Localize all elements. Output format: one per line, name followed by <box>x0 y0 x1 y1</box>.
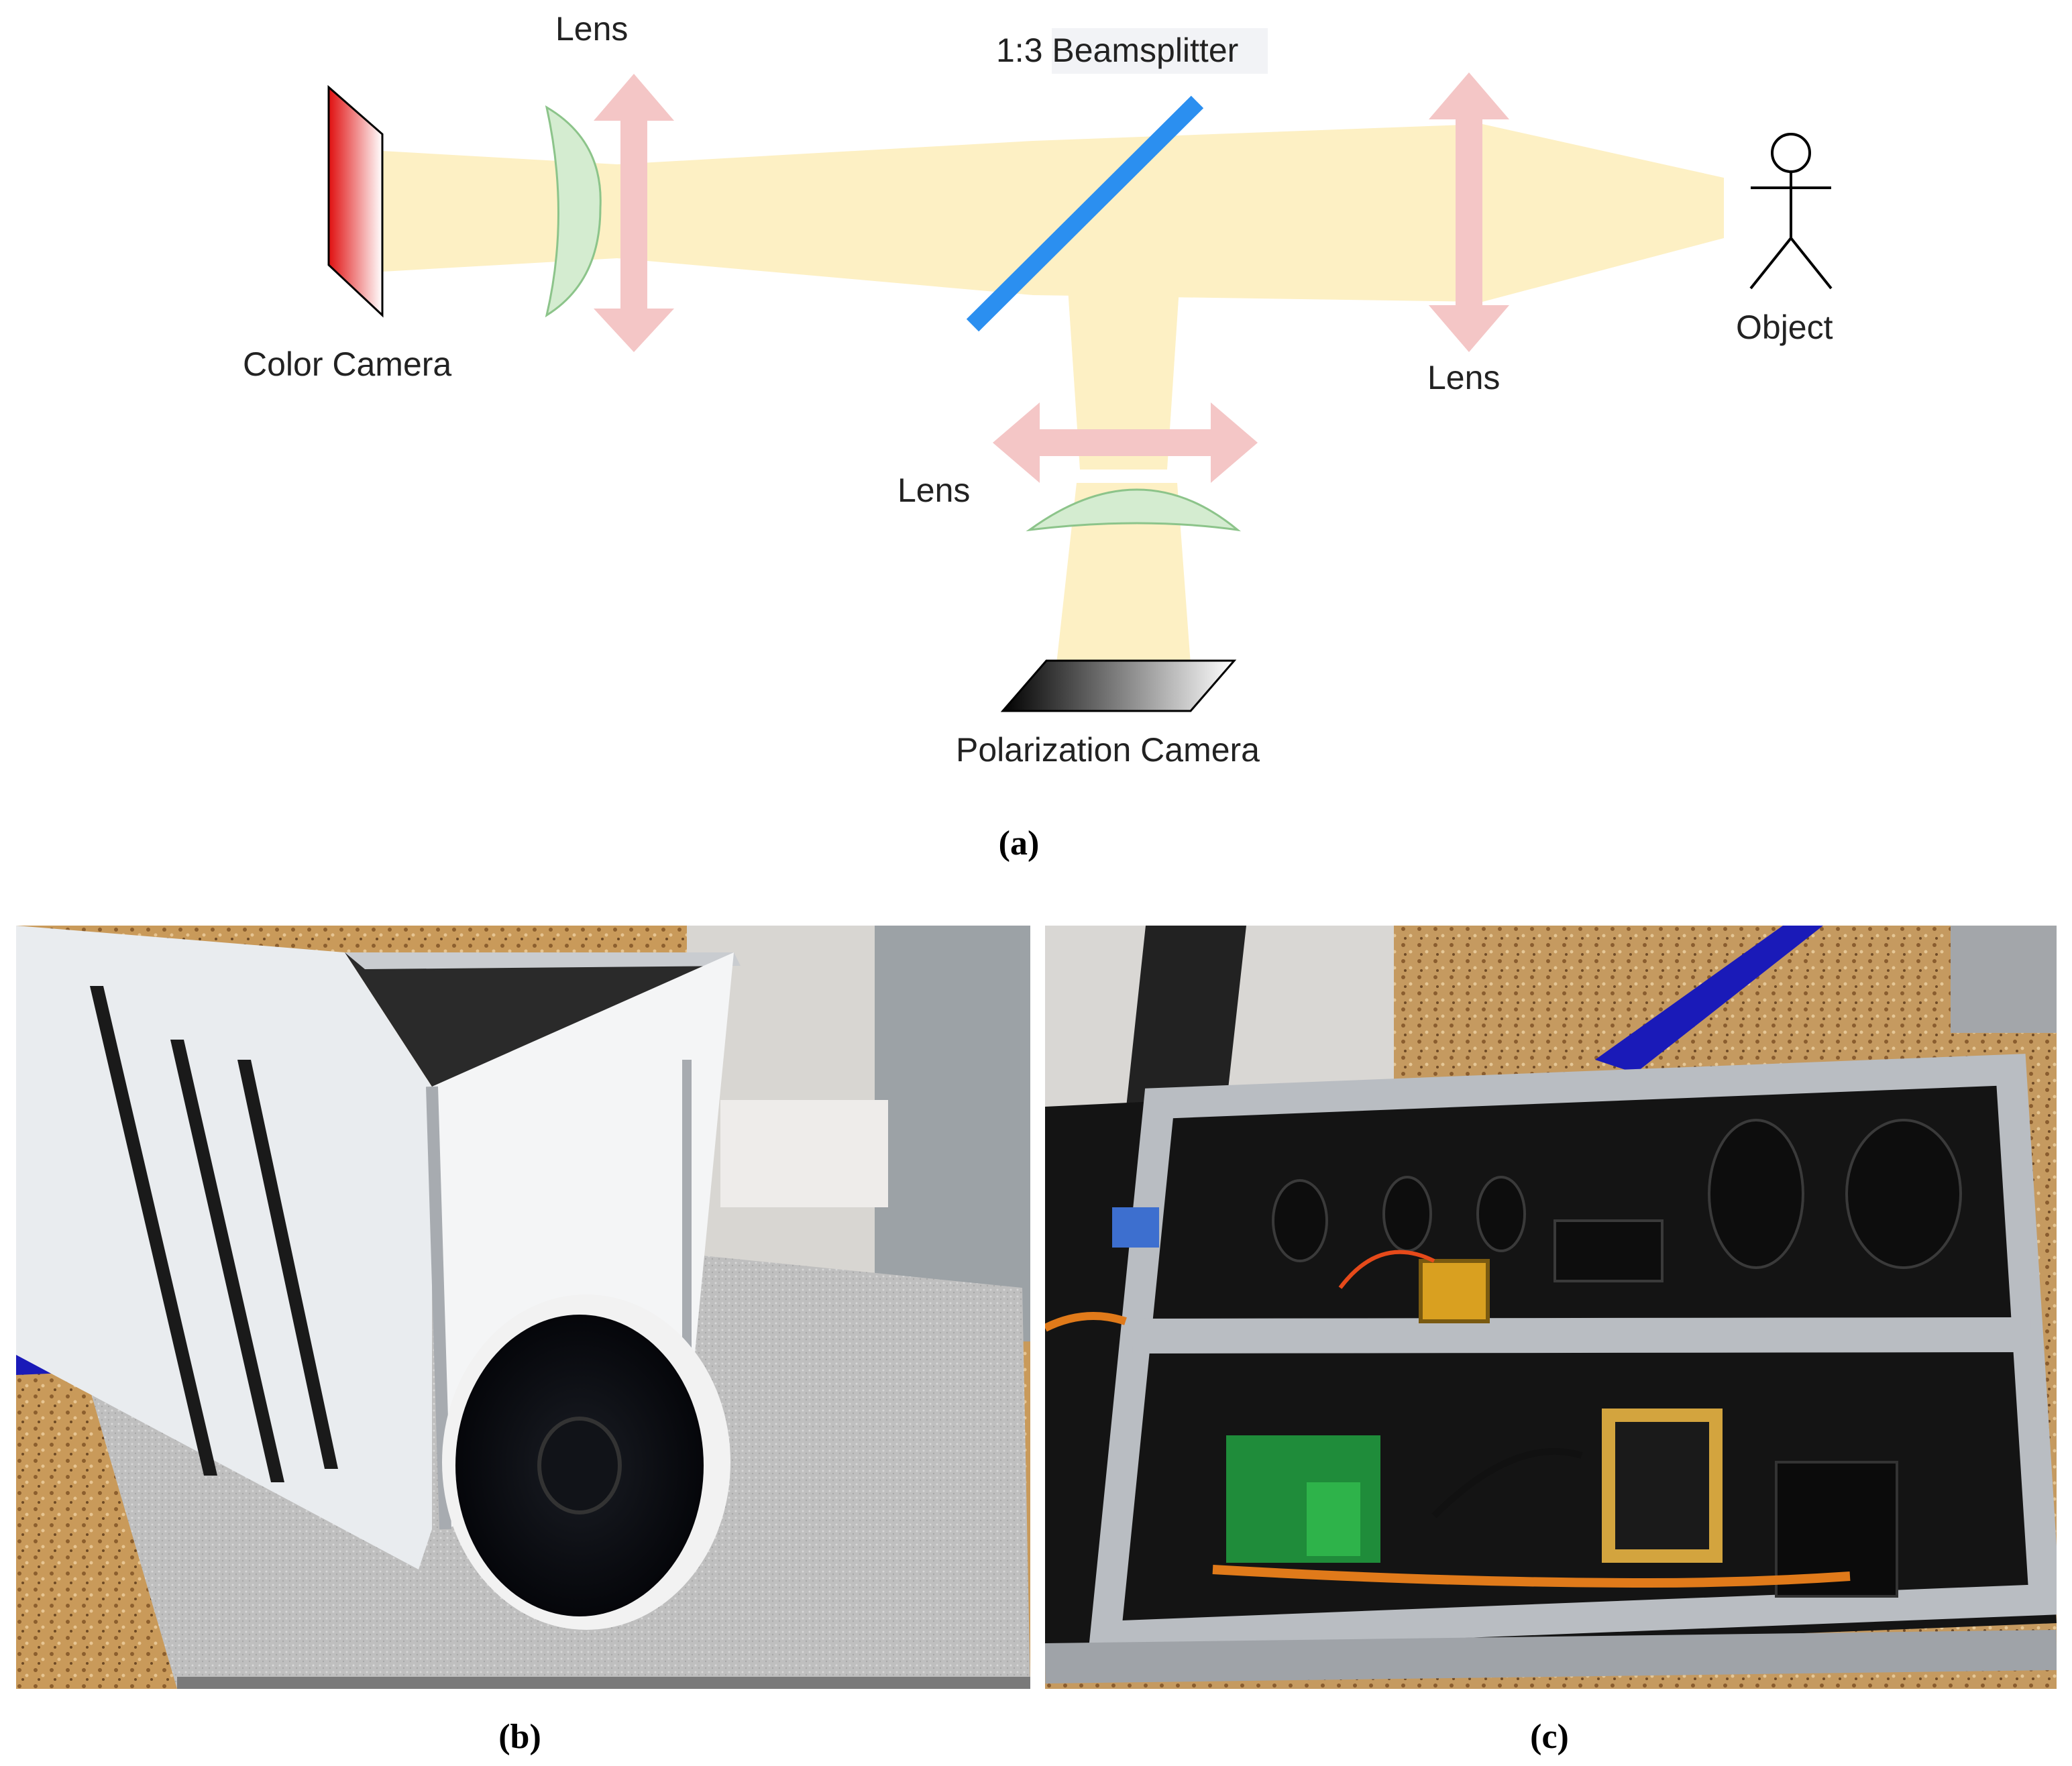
lens-label-right: Lens <box>1427 359 1500 396</box>
photo-device-exterior <box>16 926 1030 1689</box>
lens-icon <box>545 105 602 318</box>
color-camera-label: Color Camera <box>243 345 451 383</box>
caption-a: (a) <box>998 824 1040 863</box>
vertical-double-arrow-icon <box>1429 72 1509 352</box>
polarization-camera-icon <box>1000 659 1237 712</box>
optical-layout-diagram: Color Camera Lens 1:3 Beamsplitter Lens … <box>243 10 1833 769</box>
horizontal-double-arrow-icon <box>993 402 1258 483</box>
beamsplitter-label: 1:3 Beamsplitter <box>996 32 1238 69</box>
lens-icon <box>1026 488 1242 532</box>
caption-b: (b) <box>498 1718 541 1756</box>
polarization-camera-label: Polarization Camera <box>956 731 1260 769</box>
lens-label-bottom: Lens <box>897 472 970 509</box>
beamsplitter-icon <box>966 95 1204 332</box>
caption-c: (c) <box>1530 1718 1569 1756</box>
photo-device-interior <box>1045 926 2057 1689</box>
color-camera-icon <box>327 85 384 318</box>
object-stick-figure-icon <box>1749 133 1833 290</box>
lens-label-top: Lens <box>555 10 628 48</box>
beamsplitter-label-highlight <box>1052 28 1268 74</box>
vertical-double-arrow-icon <box>594 74 674 352</box>
object-label: Object <box>1736 309 1833 346</box>
